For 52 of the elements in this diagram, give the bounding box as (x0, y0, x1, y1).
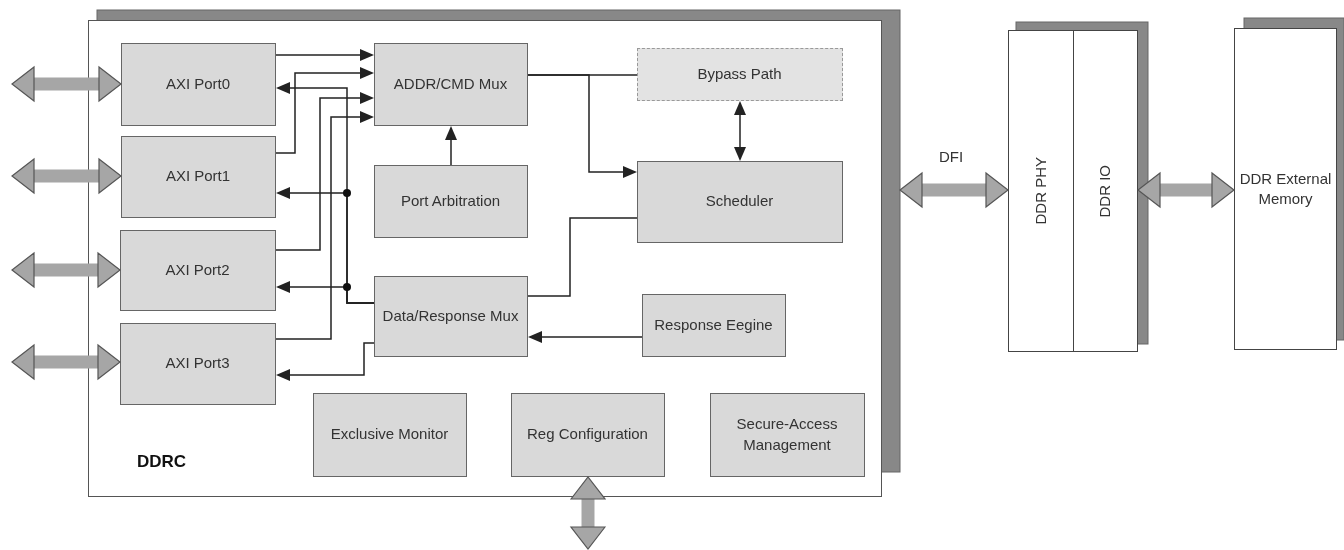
optional-box (636, 47, 843, 101)
box-label: AXI Port1 (164, 166, 232, 187)
arrow (734, 101, 746, 161)
box-label: Secure-Access Management (735, 414, 839, 455)
process-box (373, 164, 528, 238)
block-title: DDRC (136, 451, 188, 474)
bus-arrow (570, 476, 606, 550)
arrow (528, 331, 643, 343)
arrow (275, 111, 374, 340)
bus-arrow (1137, 172, 1235, 208)
layer-column (1073, 30, 1138, 352)
layer-column (1008, 30, 1074, 352)
arrow (445, 126, 457, 166)
box-label: Bypass Path (696, 63, 783, 84)
process-box (119, 229, 276, 311)
box-label: AXI Port3 (164, 353, 231, 374)
connector-line (527, 217, 638, 297)
box-label: DDR IO (1095, 163, 1115, 220)
process-box (119, 322, 276, 405)
box-label: Exclusive Monitor (329, 424, 450, 445)
bus-arrow (11, 158, 122, 194)
box-label: AXI Port0 (164, 73, 232, 94)
process-box (120, 135, 276, 218)
process-box (120, 42, 276, 126)
arrow (276, 342, 375, 381)
box-label: DDR External Memory (1238, 168, 1333, 209)
bus-arrow (11, 252, 121, 288)
process-box (636, 160, 843, 243)
arrow (527, 74, 637, 178)
box-label: Reg Configuration (526, 424, 649, 445)
arrow (275, 67, 374, 154)
controller-frame (88, 20, 882, 497)
arrow (275, 92, 374, 251)
box-label: ADDR/CMD Mux (392, 73, 509, 94)
process-box (510, 392, 665, 477)
box-label: DDR PHY (1030, 156, 1050, 227)
box-label: Data/Response Mux (381, 305, 520, 326)
box-label: Port Arbitration (399, 190, 502, 211)
bus-arrow (11, 344, 121, 380)
box-label: Scheduler (704, 191, 775, 212)
memory-box (1234, 28, 1337, 350)
process-box (373, 42, 528, 126)
box-label: Response Eegine (653, 314, 774, 335)
process-box (709, 392, 865, 477)
bus-arrow (11, 66, 122, 102)
process-box (312, 392, 467, 477)
process-box (641, 293, 786, 357)
arrow (275, 49, 374, 61)
bus-arrow (899, 172, 1009, 208)
arrow (276, 281, 375, 304)
box-label: AXI Port2 (164, 259, 231, 280)
process-box (373, 275, 528, 357)
